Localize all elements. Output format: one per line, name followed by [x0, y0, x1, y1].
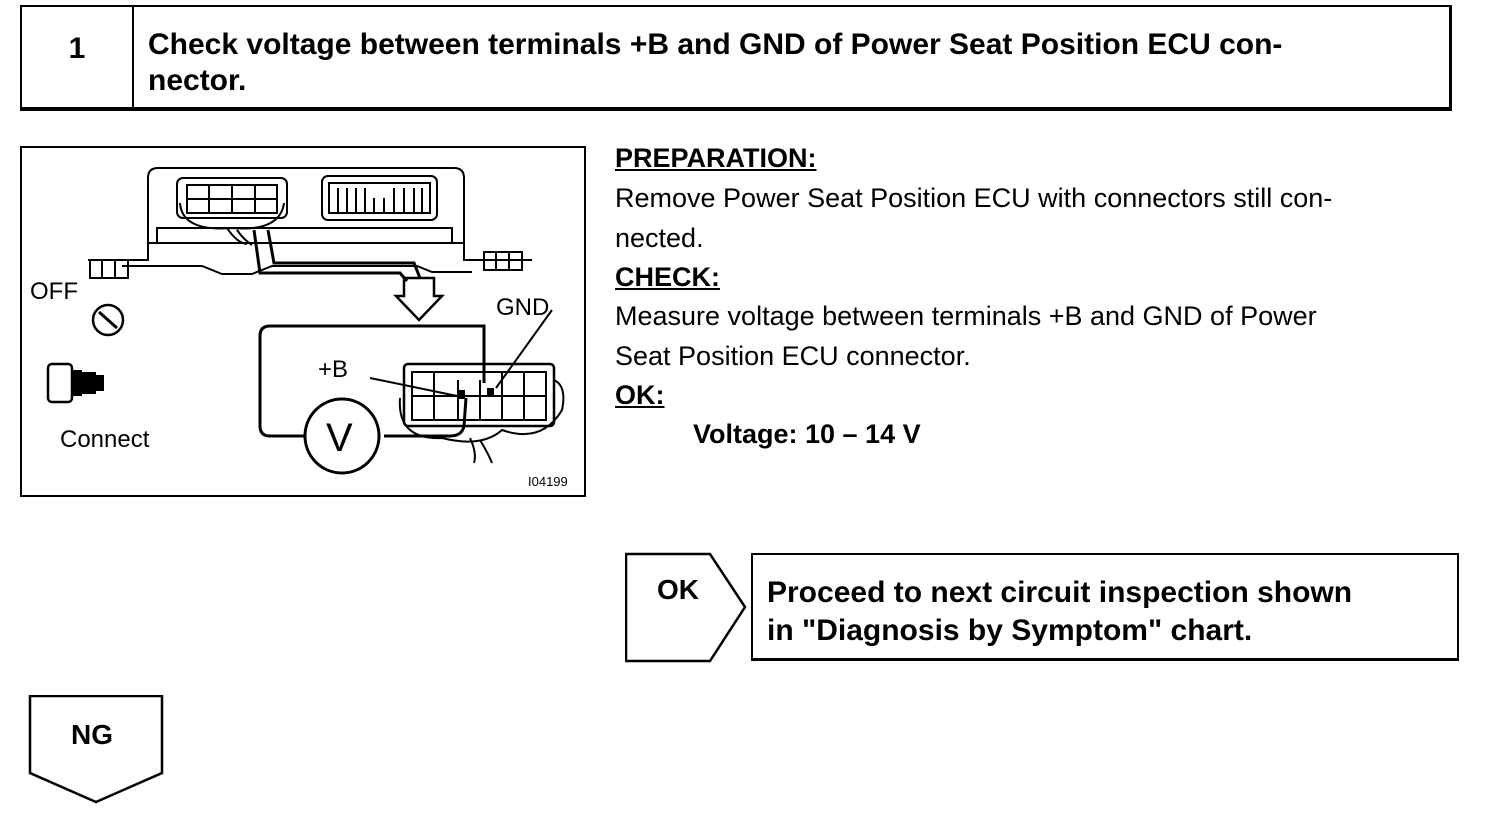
figure-code: I04199 — [528, 474, 568, 489]
voltmeter-symbol: V — [326, 416, 353, 460]
ng-tag-label: NG — [71, 719, 113, 750]
step-title: Check voltage between terminals +B and G… — [148, 27, 1438, 99]
wiring-illustration: OFF Connect GND +B V I04199 — [20, 146, 586, 497]
step-header: 1 Check voltage between terminals +B and… — [20, 5, 1452, 111]
check-heading: CHECK: — [615, 262, 720, 292]
step-number: 1 — [22, 7, 134, 107]
ok-result-line2: in "Diagnosis by Symptom" chart. — [767, 614, 1253, 647]
step-title-line1: Check voltage between terminals +B and G… — [148, 28, 1283, 61]
off-label: OFF — [30, 278, 78, 305]
step-title-line2: nector. — [148, 64, 247, 97]
ok-result-box: Proceed to next circuit inspection shown… — [751, 553, 1459, 661]
connect-symbol — [46, 362, 74, 404]
gnd-label: GND — [496, 294, 550, 321]
preparation-line2: nected. — [615, 223, 704, 253]
ecu-connector-right — [321, 175, 438, 221]
ecu-diagram — [46, 167, 565, 475]
ignition-switch-off — [91, 303, 125, 337]
connect-label: Connect — [60, 426, 150, 453]
ok-tag-label: OK — [657, 574, 699, 605]
check-line2: Seat Position ECU connector. — [615, 341, 971, 371]
ng-tag-shape — [28, 694, 164, 804]
plus-b-label: +B — [318, 356, 349, 383]
ok-tag: OK — [624, 552, 747, 669]
ecu-connector-left — [176, 177, 288, 219]
ok-heading: OK: — [615, 380, 665, 410]
ng-tag: NG — [28, 694, 168, 812]
preparation-heading: PREPARATION: — [615, 143, 817, 173]
test-connector — [402, 362, 556, 428]
ok-result-line1: Proceed to next circuit inspection shown — [767, 576, 1353, 609]
preparation-line1: Remove Power Seat Position ECU with conn… — [615, 183, 1333, 213]
ok-tag-shape — [624, 552, 747, 663]
voltmeter — [303, 397, 381, 475]
ecu-body — [147, 167, 465, 243]
ecu-flange — [88, 242, 532, 261]
down-arrow — [393, 276, 445, 322]
ok-spec: Voltage: 10 – 14 V — [693, 419, 921, 449]
check-line1: Measure voltage between terminals +B and… — [615, 301, 1317, 331]
